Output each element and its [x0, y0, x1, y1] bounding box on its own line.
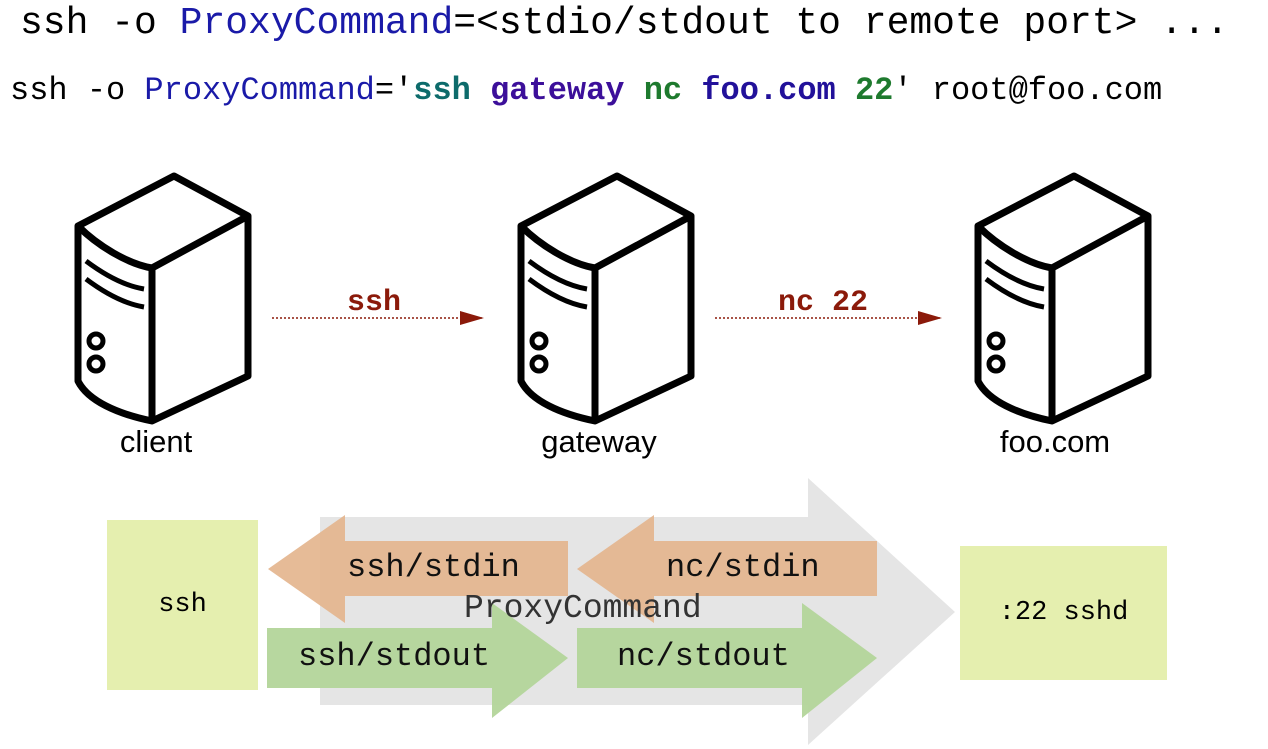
example-gateway-host: gateway — [490, 72, 625, 109]
ssh-stdout-arrow — [267, 603, 568, 718]
example-target-host: foo.com — [701, 72, 836, 109]
ssh-stdin-arrow — [268, 515, 568, 623]
target-server-icon — [978, 176, 1148, 421]
proxycommand-example-line: ssh -o ProxyCommand='ssh gateway nc foo.… — [10, 72, 1162, 109]
example-prefix: ssh -o — [10, 72, 145, 109]
ssh-stdout-label: ssh/stdout — [298, 638, 491, 675]
nc22-arrow-label: nc 22 — [778, 286, 869, 320]
example-proxycommand-keyword: ProxyCommand — [144, 72, 375, 109]
proxycommand-keyword: ProxyCommand — [179, 2, 454, 45]
ssh-client-box: ssh — [107, 520, 258, 690]
sshd-box: :22 sshd — [960, 546, 1167, 680]
ssh-stdin-label: ssh/stdin — [347, 549, 520, 586]
target-label: foo.com — [999, 424, 1111, 459]
example-suffix: ' root@foo.com — [893, 72, 1163, 109]
ssh-o-text: ssh -o — [20, 2, 180, 45]
client-label: client — [119, 424, 193, 459]
proxycommand-syntax-line: ssh -o ProxyCommand=<stdio/stdout to rem… — [20, 2, 1229, 45]
gateway-label: gateway — [541, 424, 657, 459]
proxycommand-label: ProxyCommand — [464, 590, 702, 627]
example-port: 22 — [854, 72, 894, 109]
gateway-server-icon — [521, 176, 691, 421]
client-server-icon — [78, 176, 248, 421]
nc-stdin-label: nc/stdin — [666, 549, 820, 586]
example-ssh-cmd: ssh — [413, 72, 471, 109]
example-nc-cmd: nc — [643, 72, 683, 109]
example-eq: =' — [374, 72, 414, 109]
nc-stdout-label: nc/stdout — [617, 638, 790, 675]
nc-stdout-arrow — [577, 603, 877, 718]
ssh-arrow-label: ssh — [347, 286, 402, 320]
syntax-rest-text: =<stdio/stdout to remote port> ... — [453, 2, 1229, 45]
nc-stdin-arrow — [577, 515, 877, 623]
